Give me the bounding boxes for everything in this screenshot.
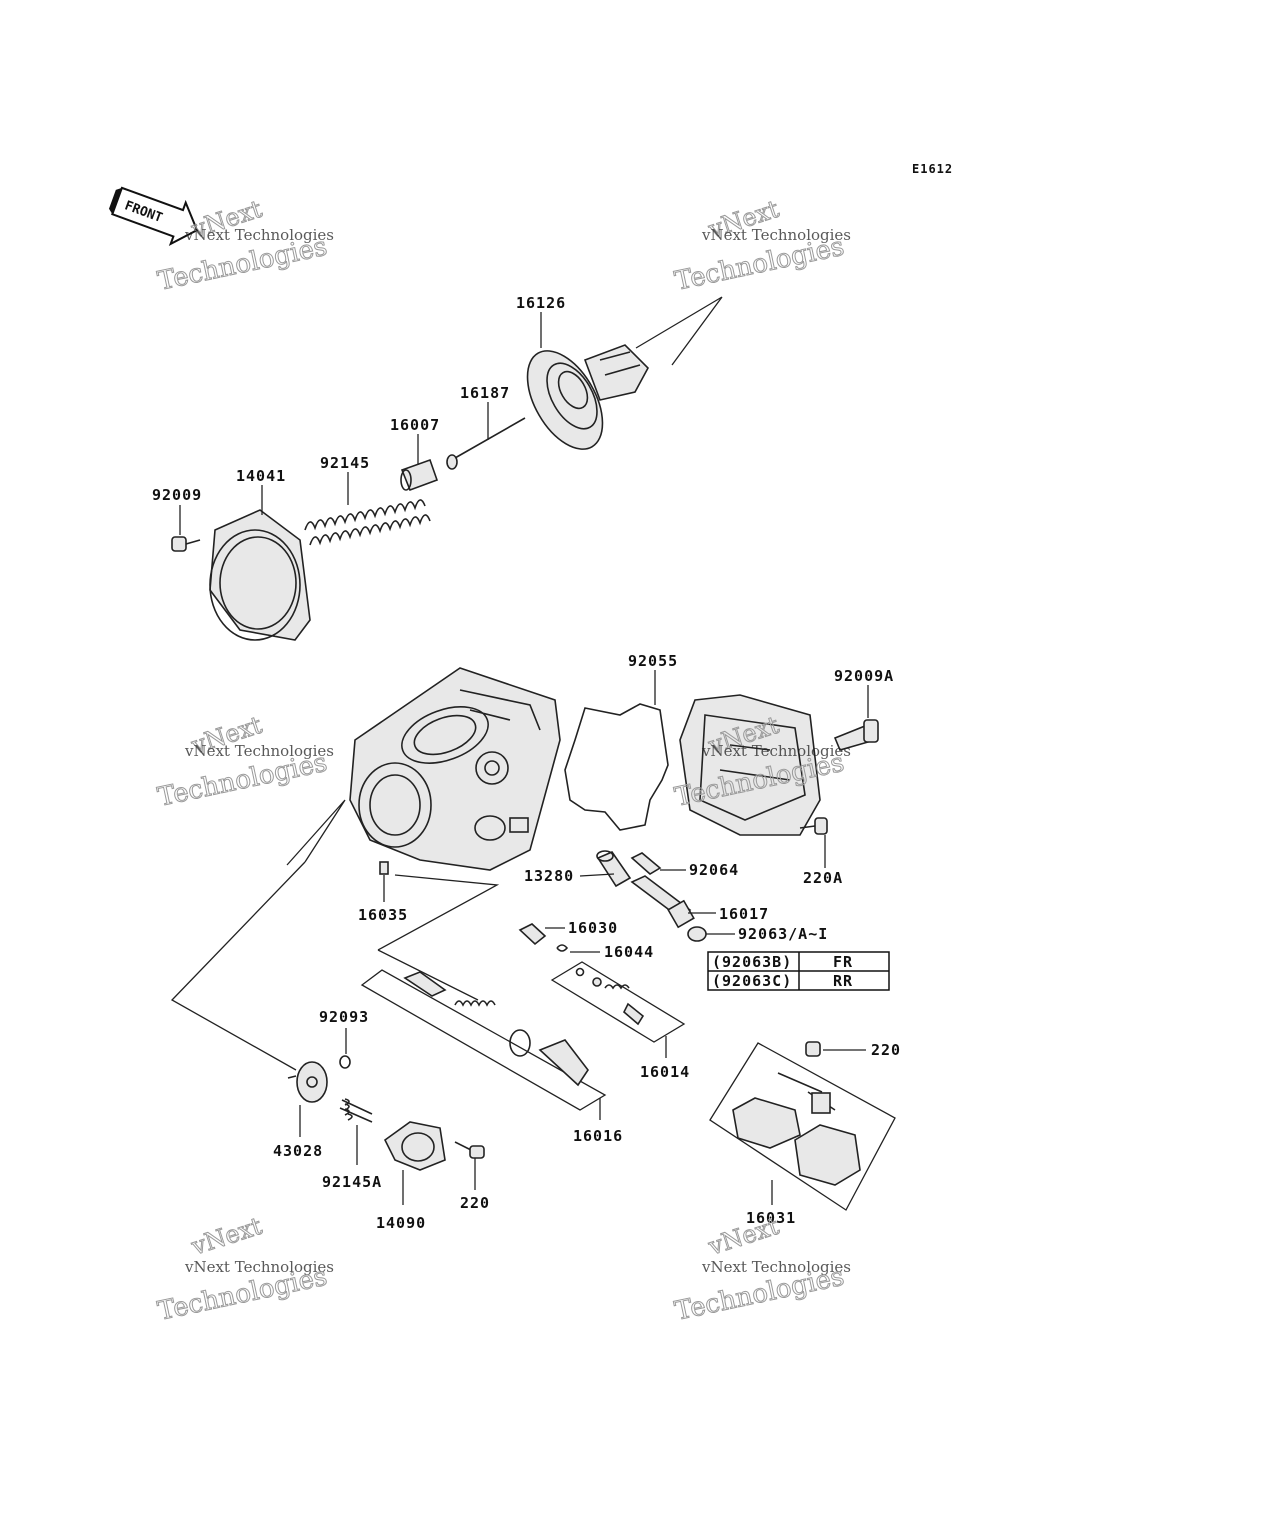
pump-cover-part (383, 1121, 446, 1171)
needle-jet-part (596, 850, 632, 888)
label-16044: 16044 (604, 943, 654, 961)
air-screw-part (518, 923, 547, 946)
legend-code-1: (92063B) (712, 953, 792, 971)
label-13280: 13280 (524, 867, 574, 885)
o-ring-part (339, 1055, 351, 1069)
legend-pos-1: FR (833, 953, 853, 971)
jet-needle-part (446, 417, 526, 470)
spring-part (304, 499, 431, 546)
label-92063: 92063/A~I (738, 925, 828, 943)
label-16035: 16035 (358, 906, 408, 924)
legend-code-2: (92063C) (712, 972, 792, 990)
svg-text:vNext Technologies: vNext Technologies (184, 1258, 334, 1276)
watermark: vNext vNext Technologies Technologies (672, 1211, 851, 1327)
label-43028: 43028 (273, 1142, 323, 1160)
label-14090: 14090 (376, 1214, 426, 1232)
label-92064: 92064 (689, 861, 739, 879)
label-92093: 92093 (319, 1008, 369, 1026)
label-92009: 92009 (152, 486, 202, 504)
svg-text:vNext Technologies: vNext Technologies (701, 1258, 851, 1276)
clip-part (556, 944, 569, 952)
label-14041: 14041 (236, 467, 286, 485)
watermark: vNext vNext Technologies Technologies (672, 194, 851, 297)
diaphragm-part (287, 1061, 328, 1103)
front-arrow-icon: FRONT (108, 186, 199, 247)
svg-text:vNext: vNext (187, 1212, 265, 1261)
pump-screw-part (454, 1141, 485, 1159)
accelerator-pump-set-part (403, 971, 589, 1087)
label-92009A: 92009A (834, 667, 894, 685)
idle-screw-set-part (575, 967, 645, 1026)
label-16126: 16126 (516, 294, 566, 312)
watermark: vNext vNext Technologies Technologies (155, 710, 334, 813)
small-screw-part (799, 817, 828, 835)
label-92145A: 92145A (322, 1173, 382, 1191)
jet-holder-part (630, 875, 695, 929)
legend-pos-2: RR (833, 972, 853, 990)
label-16030: 16030 (568, 919, 618, 937)
cover-screw-part (171, 536, 201, 552)
float-part (732, 1072, 861, 1186)
bowl-screw-part (833, 719, 879, 751)
label-92145: 92145 (320, 454, 370, 472)
label-16187: 16187 (460, 384, 510, 402)
needle-holder-part (400, 458, 439, 492)
label-16014: 16014 (640, 1063, 690, 1081)
float-pin-screw-part (805, 1041, 821, 1057)
label-220-upper: 220 (871, 1041, 901, 1059)
gasket-part (564, 703, 669, 831)
pilot-jet-part (630, 852, 662, 875)
label-16031: 16031 (746, 1209, 796, 1227)
label-92055: 92055 (628, 652, 678, 670)
svg-text:vNext: vNext (704, 1212, 782, 1261)
main-jet-part (687, 926, 707, 942)
svg-text:vNext Technologies: vNext Technologies (184, 226, 334, 244)
svg-text:vNext Technologies: vNext Technologies (184, 742, 334, 760)
pump-spring-part (339, 1098, 373, 1123)
watermark: vNext vNext Technologies Technologies (155, 1211, 334, 1327)
plug-part (379, 861, 389, 875)
label-220A: 220A (803, 869, 843, 887)
label-220-lower: 220 (460, 1194, 490, 1212)
svg-text:vNext Technologies: vNext Technologies (701, 742, 851, 760)
label-16007: 16007 (390, 416, 440, 434)
legend-table: (92063B) FR (92063C) RR (707, 951, 890, 991)
top-cover-part (209, 509, 311, 641)
svg-text:vNext Technologies: vNext Technologies (701, 226, 851, 244)
label-16016: 16016 (573, 1127, 623, 1145)
label-16017: 16017 (719, 905, 769, 923)
diagram-code: E1612 (912, 162, 953, 176)
vacuum-piston-part (526, 344, 649, 450)
float-bowl-part (679, 694, 821, 836)
carburetor-body-part (349, 667, 561, 871)
